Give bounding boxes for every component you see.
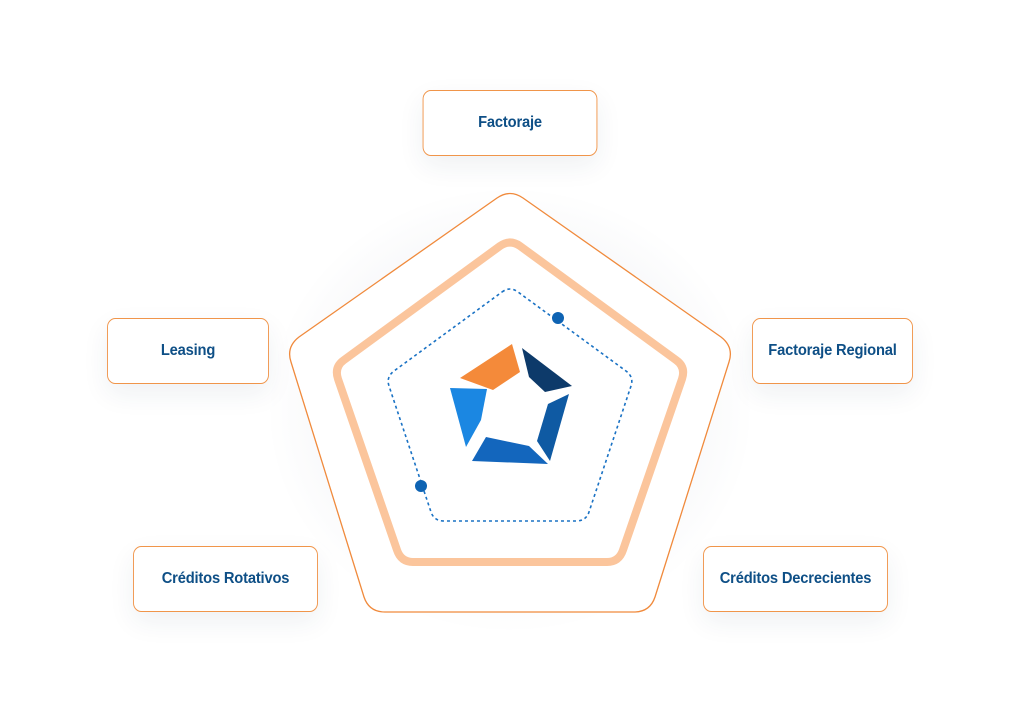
product-label: Factoraje xyxy=(478,114,542,131)
product-label: Créditos Rotativos xyxy=(161,570,290,587)
orbit-dot-top-right xyxy=(552,312,564,324)
product-label: Leasing xyxy=(160,342,216,359)
pinwheel-pentagon-logo-icon xyxy=(450,344,572,464)
product-box-leasing: Leasing xyxy=(107,318,269,384)
product-box-creditos-rotativos: Créditos Rotativos xyxy=(133,546,318,612)
dotted-pentagon xyxy=(387,288,633,522)
product-label: Factoraje Regional xyxy=(768,342,897,359)
product-box-factoraje: Factoraje xyxy=(422,90,598,156)
product-box-creditos-decrecientes: Créditos Decrecientes xyxy=(703,546,888,612)
orbit-dot-bottom-left xyxy=(415,480,427,492)
product-box-factoraje-regional: Factoraje Regional xyxy=(752,318,913,384)
product-label: Créditos Decrecientes xyxy=(719,570,872,587)
